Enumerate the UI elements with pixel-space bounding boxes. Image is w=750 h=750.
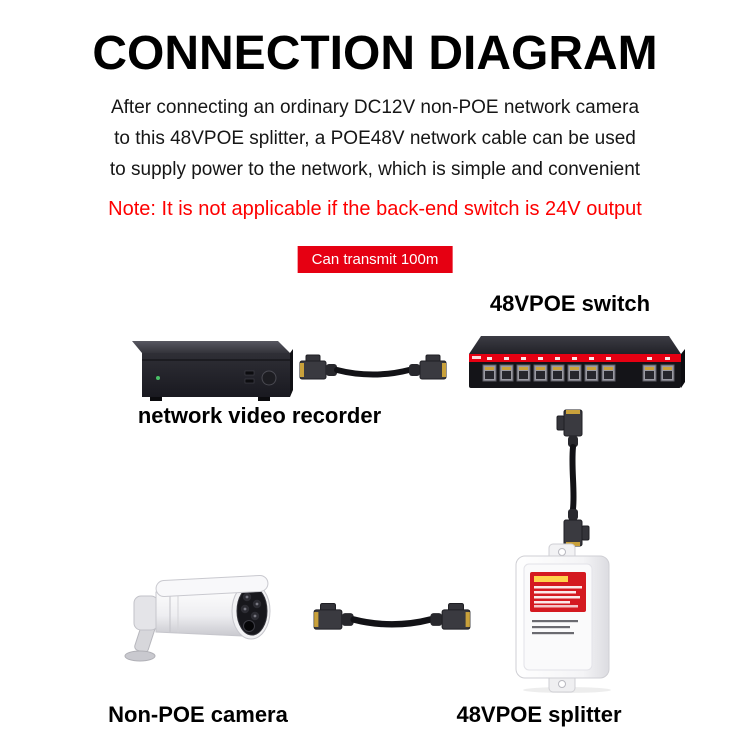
splitter-label: 48VPOE splitter xyxy=(456,702,622,727)
ir-led-array xyxy=(240,592,262,621)
ethernet-cable-icon xyxy=(556,409,590,547)
ethernet-cable-icon xyxy=(313,602,471,630)
poe-switch-icon xyxy=(469,336,685,388)
transmit-distance-badge: Can transmit 100m xyxy=(297,246,453,273)
poe-splitter-icon xyxy=(515,543,611,693)
description-line: to supply power to the network, which is… xyxy=(109,159,641,180)
camera-label: Non-POE camera xyxy=(108,702,288,727)
description-line: After connecting an ordinary DC12V non-P… xyxy=(110,97,640,118)
ethernet-cable-vertical-icon xyxy=(548,408,598,548)
description: After connecting an ordinary DC12V non-P… xyxy=(0,92,750,185)
page-title: CONNECTION DIAGRAM xyxy=(92,27,658,80)
nvr-image xyxy=(128,338,293,404)
ethernet-cable-icon xyxy=(299,354,447,380)
switch-label: 48VPOE switch xyxy=(489,291,651,316)
camera-sun-shield xyxy=(155,574,269,598)
ethernet-cable-bottom-icon xyxy=(312,598,472,641)
switch-port-group xyxy=(482,357,675,382)
camera-icon xyxy=(124,574,271,662)
warning-note: Note: It is not applicable if the back-e… xyxy=(108,198,642,220)
nvr-label: network video recorder xyxy=(137,403,382,428)
description-line: to this 48VPOE splitter, a POE48V networ… xyxy=(114,128,636,149)
nvr-icon xyxy=(132,341,293,401)
camera-lens xyxy=(243,620,255,632)
poe-switch-image xyxy=(455,328,685,408)
ethernet-cable-top-icon xyxy=(298,350,448,390)
poe-splitter-image xyxy=(505,542,620,694)
camera-image xyxy=(118,572,293,667)
